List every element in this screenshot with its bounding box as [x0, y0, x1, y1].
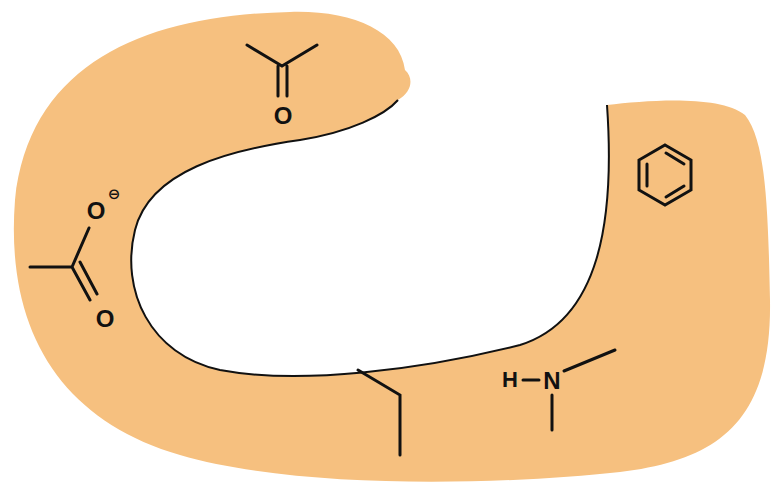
carboxylate-bonds	[30, 228, 97, 300]
ethyl-bonds	[358, 370, 400, 455]
oxygen-label: O	[274, 104, 293, 128]
protein-body	[14, 12, 770, 482]
nitrogen-label: N	[543, 369, 560, 393]
benzene-double-bonds	[647, 153, 684, 197]
charge-symbol: ⊖	[108, 186, 121, 201]
ketone-bonds	[247, 45, 317, 96]
benzene-ring	[639, 145, 691, 205]
amine-bonds	[523, 350, 615, 430]
pocket-surface	[131, 100, 609, 376]
oxygen-label: O	[96, 307, 115, 331]
hydrogen-label: H	[502, 369, 518, 391]
oxygen-label: O	[87, 199, 106, 223]
chemical-groups	[30, 45, 691, 455]
